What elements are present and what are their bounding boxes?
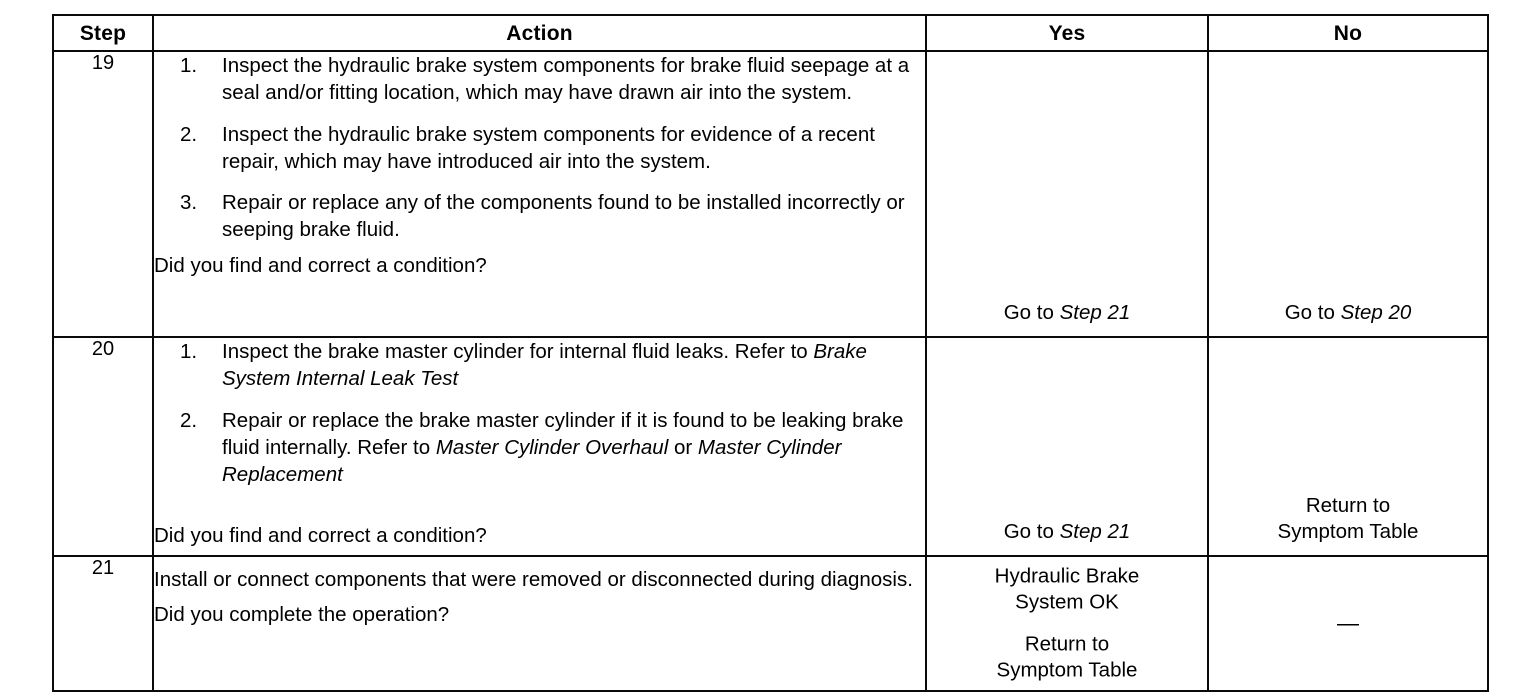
goto-step-reference: Step 21 xyxy=(1059,301,1131,325)
yes-cell-21: Hydraulic Brake System OK Return to Symp… xyxy=(925,555,1209,692)
action-item: 1. Inspect the brake master cylinder for … xyxy=(154,338,925,393)
return-label-line1: Return to xyxy=(1024,632,1110,656)
table-body: 19 1. Inspect the hydraulic brake system… xyxy=(52,50,1489,692)
action-item-text: Inspect the hydraulic brake system compo… xyxy=(222,54,910,105)
action-cell-19: 1. Inspect the hydraulic brake system co… xyxy=(152,50,927,338)
table-header: Step Action Yes No xyxy=(52,14,1489,52)
action-item: 1. Inspect the hydraulic brake system co… xyxy=(154,52,925,107)
action-item-reference: Master Cylinder Overhaul xyxy=(435,435,669,459)
action-question-21: Did you complete the operation? xyxy=(154,603,450,627)
action-item-number: 1. xyxy=(180,54,198,77)
yes-result-21: Hydraulic Brake System OK Return to Symp… xyxy=(927,563,1207,684)
action-question-20: Did you find and correct a condition? xyxy=(154,524,487,548)
spacer xyxy=(154,496,925,522)
table-row: 21 Install or connect components that we… xyxy=(52,555,1489,692)
header-row: Step Action Yes No xyxy=(52,14,1489,52)
step-number-21: 21 xyxy=(52,555,154,692)
step-number-20: 20 xyxy=(52,336,154,557)
return-label-line1: Return to xyxy=(1305,493,1391,517)
action-question-19: Did you find and correct a condition? xyxy=(154,253,487,277)
goto-label: Go to xyxy=(1003,301,1060,325)
action-item-reference-2: Master Cylinder Replacement xyxy=(222,435,842,486)
action-item-text: Repair or replace any of the components … xyxy=(222,191,905,242)
action-item: 2. Inspect the hydraulic brake system co… xyxy=(154,121,925,176)
status-line1: Hydraulic Brake xyxy=(994,564,1140,588)
action-item-text: Repair or replace the brake master cylin… xyxy=(222,408,904,459)
return-label-line2: Symptom Table xyxy=(1277,520,1419,544)
action-item: 2. Repair or replace the brake master cyl… xyxy=(154,407,925,489)
action-cell-21: Install or connect components that were … xyxy=(152,555,927,692)
action-statement-21: Install or connect components that were … xyxy=(154,568,913,591)
no-cell-19: Go to Step 20 xyxy=(1207,50,1489,338)
action-item-conjunction: or xyxy=(668,435,698,459)
goto-label: Go to xyxy=(1284,301,1341,325)
action-item-number: 2. xyxy=(180,122,198,146)
step-number-19: 19 xyxy=(52,50,154,338)
action-item-text: Inspect the hydraulic brake system compo… xyxy=(222,122,875,173)
yes-result-block-status: Hydraulic Brake System OK xyxy=(927,563,1207,615)
return-label-line2: Symptom Table xyxy=(996,658,1138,682)
yes-cell-20: Go to Step 21 xyxy=(925,336,1209,557)
yes-result-block-return: Return to Symptom Table xyxy=(927,632,1207,684)
no-result-20: Return to Symptom Table xyxy=(1209,493,1487,546)
goto-step-reference: Step 21 xyxy=(1059,520,1131,544)
action-list-19: 1. Inspect the hydraulic brake system co… xyxy=(154,52,925,244)
no-result-21-dash: — xyxy=(1337,610,1359,636)
column-header-action: Action xyxy=(152,14,927,52)
no-result-19: Go to Step 20 xyxy=(1209,300,1487,327)
no-cell-21: — xyxy=(1207,555,1489,692)
action-item: 3. Repair or replace any of the componen… xyxy=(154,189,925,244)
goto-label: Go to xyxy=(1003,520,1060,544)
action-item-number: 1. xyxy=(180,340,198,363)
action-cell-20: 1. Inspect the brake master cylinder for … xyxy=(152,336,927,557)
action-item-text: Inspect the brake master cylinder for in… xyxy=(222,340,814,363)
goto-step-reference: Step 20 xyxy=(1340,301,1412,325)
action-item-reference: Brake System Internal Leak Test xyxy=(222,340,867,391)
yes-cell-19: Go to Step 21 xyxy=(925,50,1209,338)
yes-result-20: Go to Step 21 xyxy=(927,519,1207,546)
yes-result-19: Go to Step 21 xyxy=(927,300,1207,327)
table-row: 20 1. Inspect the brake master cylinder f… xyxy=(52,336,1489,557)
column-header-step: Step xyxy=(52,14,154,52)
column-header-yes: Yes xyxy=(925,14,1209,52)
action-item-number: 2. xyxy=(180,408,198,432)
table-row: 19 1. Inspect the hydraulic brake system… xyxy=(52,50,1489,338)
diagnostic-step-table: Step Action Yes No 19 1. Inspect the hyd… xyxy=(52,14,1489,692)
column-header-no: No xyxy=(1207,14,1489,52)
no-cell-20: Return to Symptom Table xyxy=(1207,336,1489,557)
action-list-20: 1. Inspect the brake master cylinder for … xyxy=(154,338,925,488)
status-line2: System OK xyxy=(1015,590,1119,614)
action-item-number: 3. xyxy=(180,191,198,214)
